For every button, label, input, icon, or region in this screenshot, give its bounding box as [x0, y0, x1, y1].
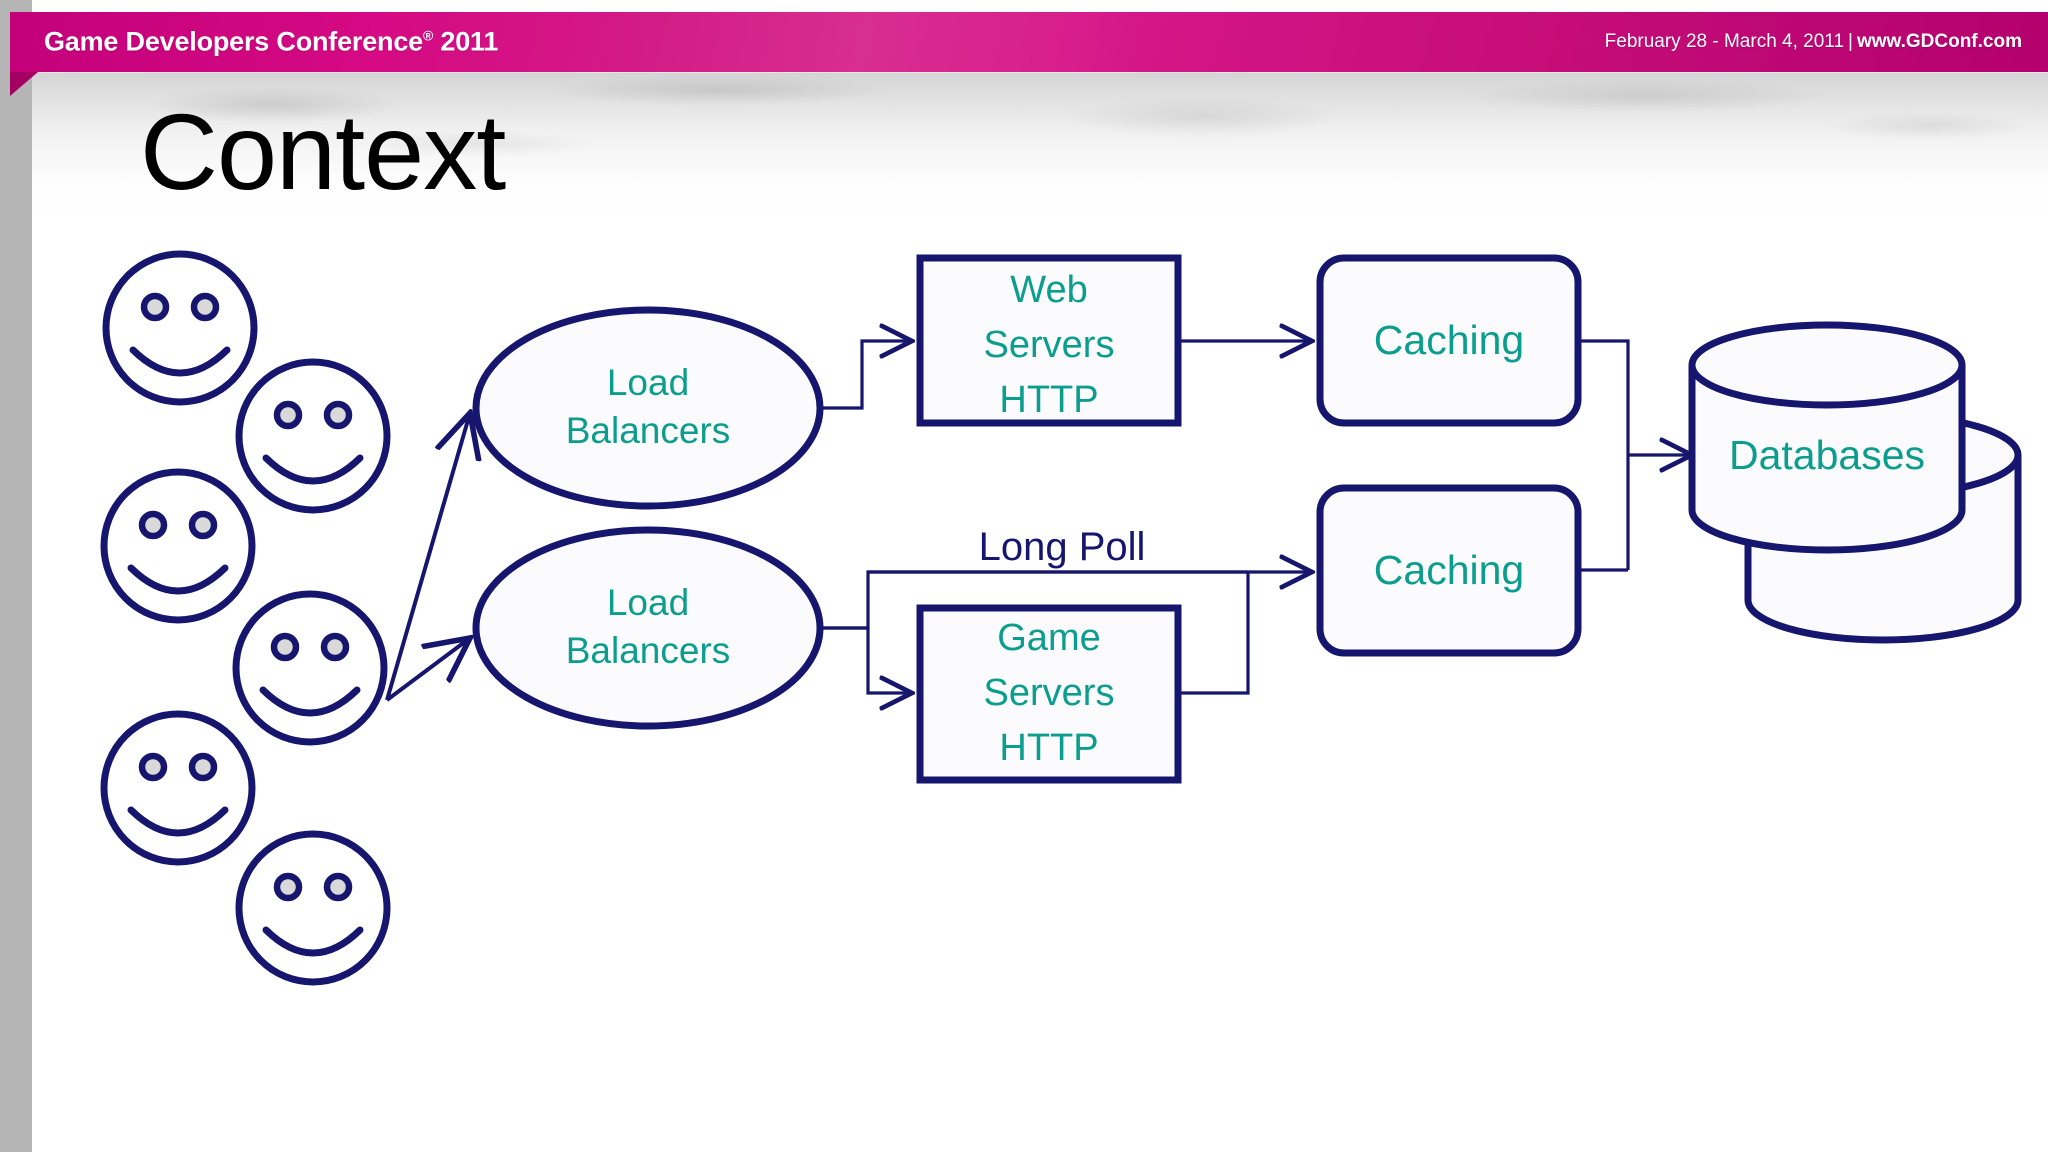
- node-game-servers[interactable]: Game Servers HTTP: [916, 604, 1182, 784]
- banner-url[interactable]: www.GDConf.com: [1856, 31, 2022, 52]
- node-label-line: Databases: [1729, 432, 1925, 478]
- node-label-line: Servers: [984, 324, 1115, 366]
- node-databases[interactable]: Databases: [1688, 321, 2022, 644]
- node-load-balancers-top[interactable]: Load Balancers: [472, 306, 824, 510]
- node-label-line: Balancers: [566, 410, 731, 451]
- edge-lb-top-to-web-servers: [820, 341, 912, 410]
- node-label-line: Servers: [984, 672, 1115, 714]
- smiley-face-icon: [102, 250, 258, 406]
- banner-ribbon-tail: [10, 72, 38, 96]
- edge-lb-bottom-long-poll: [820, 572, 1312, 630]
- smiley-face-icon: [235, 830, 391, 986]
- banner-dates: February 28 - March 4, 2011: [1604, 31, 1845, 52]
- node-label-line: Caching: [1374, 317, 1524, 363]
- databases-front-cylinder: [1688, 321, 1966, 554]
- smiley-face-icon: [235, 358, 391, 514]
- node-label-line: Game: [997, 617, 1100, 659]
- edge-game-servers-to-caching-bottom: [1178, 572, 1250, 695]
- banner-title: Game Developers Conference® 2011: [44, 27, 498, 58]
- node-web-servers[interactable]: Web Servers HTTP: [916, 254, 1182, 427]
- smiley-face-icon: [232, 590, 388, 746]
- node-caching-top[interactable]: Caching: [1316, 254, 1582, 427]
- client-smileys: [100, 250, 391, 986]
- node-label-line: HTTP: [999, 727, 1098, 769]
- registered-mark-icon: ®: [422, 27, 434, 44]
- edge-label-long-poll: Long Poll: [979, 525, 1146, 569]
- smiley-face-icon: [100, 468, 256, 624]
- node-label-line: Web: [1010, 269, 1087, 311]
- banner-separator: |: [1848, 31, 1853, 52]
- banner-meta: February 28 - March 4, 2011|www.GDConf.c…: [1605, 31, 2022, 53]
- node-label-line: Load: [607, 582, 689, 623]
- edge-caching-to-databases: [1578, 339, 1692, 572]
- node-label-line: Caching: [1374, 547, 1524, 593]
- node-label-line: HTTP: [999, 379, 1098, 421]
- smiley-face-icon: [100, 710, 256, 866]
- edge-lb-bottom-to-game-servers: [820, 626, 912, 693]
- left-gutter-strip: [0, 0, 32, 1152]
- node-label-line: Balancers: [566, 630, 731, 671]
- edge-clients-to-load-balancers: [385, 413, 470, 702]
- banner-conference-name: Game Developers Conference: [44, 26, 423, 57]
- node-caching-bottom[interactable]: Caching: [1316, 484, 1582, 657]
- node-load-balancers-bottom[interactable]: Load Balancers: [472, 526, 824, 730]
- node-label-line: Load: [607, 362, 689, 403]
- page-title: Context: [140, 91, 506, 212]
- banner-year: 2011: [440, 26, 499, 57]
